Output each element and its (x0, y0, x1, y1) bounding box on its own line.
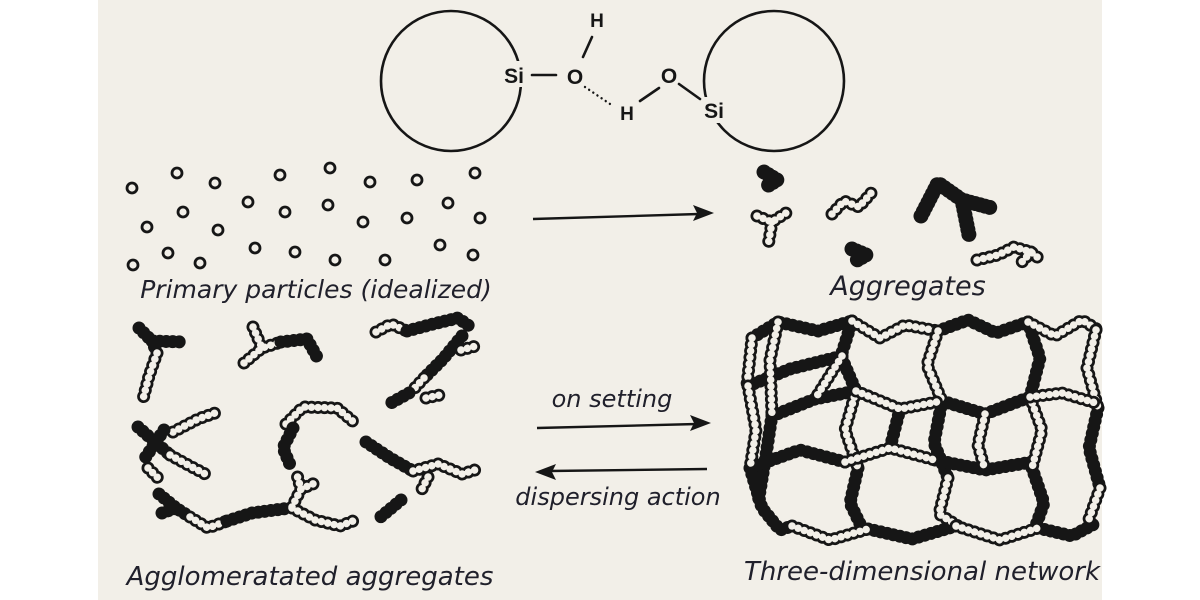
network-strand (931, 313, 1035, 340)
three-dimensional-network-label: Three-dimensional network (744, 557, 1101, 587)
network-strand (843, 461, 870, 537)
primary-particles-label: Primary particles (idealized) (140, 275, 492, 304)
primary-particle (248, 241, 262, 255)
network-strand-core (747, 338, 752, 385)
primary-particle (288, 245, 302, 259)
silica-particle-circle-right (702, 9, 846, 153)
o-h-bond-top (581, 35, 594, 59)
primary-particle (126, 258, 140, 272)
network-strand (1021, 315, 1047, 404)
agglomerate-cluster (274, 332, 324, 364)
primary-particle (466, 248, 480, 262)
setting-arrow-head (690, 415, 711, 431)
hydrogen-bond-dotted (583, 85, 615, 108)
hydrogen-bonding-schematic: Si O H H O Si (379, 9, 846, 153)
network-strand (741, 349, 849, 393)
si-label-mask-left (500, 61, 530, 87)
on-setting-label: on setting (552, 385, 673, 413)
agglomerated-aggregates-label: Agglomeratated aggregates (125, 562, 494, 592)
setting-arrow (536, 415, 711, 431)
primary-particle (161, 246, 175, 260)
primary-particle (273, 168, 287, 182)
network-strand (1031, 515, 1105, 543)
network-strand (751, 443, 852, 472)
agglomerate-cluster (400, 311, 479, 338)
h-label-top: H (590, 11, 604, 32)
dispersing-action-label: dispersing action (515, 483, 720, 511)
primary-particle (140, 220, 154, 234)
primary-particle (378, 253, 392, 267)
si-label-left: Si (504, 65, 524, 88)
network-strand (745, 314, 859, 345)
si-label-mask-right (700, 97, 730, 123)
dispersing-arrow-shaft (548, 467, 708, 473)
primary-particle (176, 205, 190, 219)
aggregate-cluster (756, 164, 785, 194)
si-label-right: Si (704, 100, 724, 123)
aggregates-label: Aggregates (828, 271, 985, 302)
primary-particle (170, 166, 184, 180)
network-strand (883, 402, 907, 455)
agglomerate-cluster (384, 386, 416, 410)
primary-particle (473, 211, 487, 225)
agglomerate-cluster (131, 420, 177, 468)
dispersing-arrow (535, 464, 708, 480)
agglomerate-cluster (359, 435, 420, 478)
primary-particle (400, 211, 414, 225)
formation-arrow-shaft (532, 212, 700, 221)
network-strand (1082, 401, 1107, 495)
primary-particle (328, 253, 342, 267)
primary-particle (125, 181, 139, 195)
primary-particle (356, 215, 370, 229)
agglomerate-cluster (276, 421, 300, 474)
dispersing-arrow-head (535, 464, 556, 480)
primary-particle (441, 196, 455, 210)
three-dimensional-network-group (741, 313, 1107, 546)
primary-particle (208, 176, 222, 190)
primary-particle (321, 198, 335, 212)
aggregate-cluster (844, 241, 874, 268)
primary-particle (323, 161, 337, 175)
network-strand (861, 519, 963, 546)
primary-particle (193, 256, 207, 270)
formation-arrow (532, 205, 714, 221)
agglomerate-cluster (370, 493, 408, 527)
primary-particle (211, 223, 225, 237)
primary-particle (363, 175, 377, 189)
h-o-bond-right (638, 86, 661, 103)
primary-particle (241, 195, 255, 209)
h-label-bridge: H (620, 104, 634, 125)
primary-particle (468, 166, 482, 180)
o-si-bond-right (677, 82, 702, 101)
aggregates-group (756, 164, 1042, 268)
formation-arrow-head (693, 205, 714, 221)
primary-particle (433, 238, 447, 252)
network-strand (1025, 461, 1051, 535)
o-label-left: O (567, 66, 583, 89)
agglomerated-aggregates-group (131, 311, 479, 528)
diagram-background (98, 0, 1102, 600)
aggregate-cluster (913, 175, 1000, 243)
primary-particle (410, 173, 424, 187)
agglomerate-cluster (220, 501, 297, 528)
agglomerate-cluster (417, 329, 469, 385)
o-label-right: O (661, 65, 677, 88)
primary-particles-group (125, 161, 487, 272)
setting-arrow-shaft (536, 422, 698, 430)
primary-particle (278, 205, 292, 219)
